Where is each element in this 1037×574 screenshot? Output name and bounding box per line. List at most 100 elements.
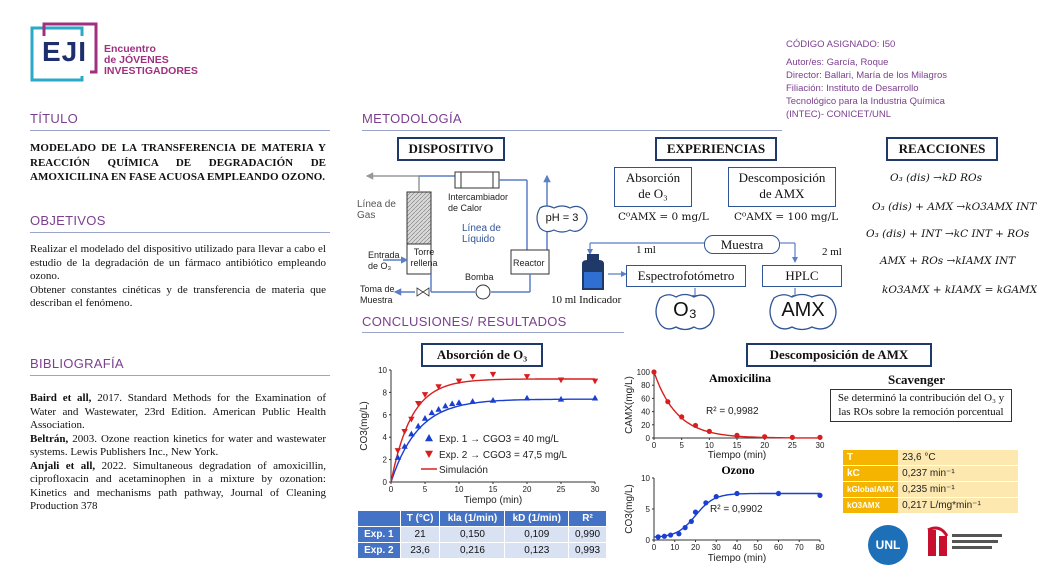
data-point [591, 394, 599, 401]
data-point [401, 429, 408, 435]
data-point [789, 434, 795, 440]
data-point [469, 398, 476, 404]
x-tick-label: 0 [389, 485, 394, 494]
x-tick-label: 80 [816, 543, 825, 552]
x-tick-label: 0 [652, 543, 657, 552]
ref-2: Beltrán, 2003. Ozone reaction kinetics f… [30, 432, 326, 459]
table-row: Exp. 1 21 0,150 0,109 0,990 [357, 526, 607, 543]
y-tick-label: 10 [641, 474, 650, 483]
torre-label: Torre rellena [410, 247, 438, 268]
affiliation-1: Filiación: Instituto de Desarrollo [786, 83, 919, 94]
reaction-3: O₃ (dis) + INT →kC INT + ROs [866, 228, 1030, 240]
indicator-bottle-icon [582, 254, 604, 290]
r2-annotation: R² = 0,9982 [706, 406, 759, 417]
dispositivo-box: DISPOSITIVO [397, 137, 505, 161]
linea-liquido-label: Línea de Líquido [462, 223, 501, 245]
x-axis-label: Tiempo (min) [708, 553, 767, 564]
data-point [703, 500, 709, 506]
results-header-row: T (°C) kla (1/min) kD (1/min) R² [357, 510, 607, 527]
data-point [591, 378, 599, 385]
x-tick-label: 30 [816, 441, 825, 450]
absorcion-o3-box: Absorción de O₃ [614, 167, 692, 207]
y-tick-label: 2 [383, 456, 388, 465]
assigned-code: CÓDIGO ASIGNADO: I50 [786, 39, 896, 50]
y-tick-label: 6 [383, 411, 388, 420]
director: Director: Ballari, María de los Milagros [786, 70, 948, 81]
y-axis-label: CO3(mg/L) [359, 401, 370, 450]
y-tick-label: 80 [641, 381, 650, 390]
y-tick-label: 8 [383, 388, 388, 397]
scavenger-title: Scavenger [888, 372, 946, 387]
ph-label: pH = 3 [545, 212, 579, 224]
x-tick-label: 10 [670, 543, 679, 552]
x-tick-label: 0 [652, 441, 657, 450]
o3-cloud [655, 293, 715, 331]
two-ml-label: 2 ml [822, 246, 842, 258]
x-tick-label: 15 [489, 485, 498, 494]
data-point [469, 374, 476, 380]
indicador-label: 10 ml Indicador [551, 294, 622, 306]
data-point [817, 492, 823, 498]
simulation-curve [390, 378, 595, 483]
affiliation-3: (INTEC)- CONICET/UNL [786, 109, 892, 120]
data-point [394, 454, 401, 460]
results-header-r2: R² [568, 510, 607, 527]
y-tick-label: 0 [646, 434, 651, 443]
x-tick-label: 10 [455, 485, 464, 494]
data-point [408, 430, 415, 437]
data-point [688, 518, 694, 524]
data-point [428, 409, 435, 416]
unl-logo: UNL [868, 525, 908, 565]
data-point [676, 531, 682, 537]
metodologia-divider [362, 130, 782, 131]
x-tick-label: 25 [788, 441, 797, 450]
y-tick-label: 40 [641, 408, 650, 417]
x-tick-label: 25 [557, 485, 566, 494]
fue-logo-icon [927, 526, 1002, 556]
results-table: T (°C) kla (1/min) kD (1/min) R² Exp. 1 … [357, 510, 607, 559]
fue-logo [926, 526, 1006, 567]
entrada-o3-label: Entrada de O₃ [368, 250, 400, 271]
data-point [682, 525, 688, 531]
one-ml-label: 1 ml [636, 244, 656, 256]
objetivos-text: Realizar el modelado del dispositivo uti… [30, 243, 326, 311]
data-point [455, 399, 463, 406]
r2-annotation: R² = 0,9902 [710, 504, 763, 515]
x-tick-label: 50 [753, 543, 762, 552]
data-point [655, 534, 661, 540]
brand-line-3: INVESTIGADORES [104, 65, 198, 77]
toma-muestra-label: Toma de Muestra [360, 284, 395, 305]
reactor-label: Reactor [513, 258, 545, 268]
legend-label-sim: Simulación [439, 465, 488, 476]
data-point [421, 392, 429, 398]
results-header-kd: kD (1/min) [504, 510, 570, 527]
logo-letters: EJI [42, 36, 88, 67]
ref-3: Anjali et all, 2022. Simultaneous degrad… [30, 459, 326, 513]
y-tick-label: 5 [646, 505, 651, 514]
bibliografia-heading: BIBLIOGRAFÍA [30, 356, 124, 371]
data-point [661, 533, 667, 539]
brand-name: Encuentro de JÓVENES INVESTIGADORES [104, 44, 198, 77]
reacciones-box: REACCIONES [886, 137, 998, 161]
data-point [665, 399, 671, 405]
abs-o3-line-1: Absorción [625, 170, 681, 185]
scavenger-box: Se determinó la contribución del O₃ y la… [830, 389, 1012, 422]
espectrofotometro-box: Espectrofotómetro [626, 265, 746, 287]
data-point [523, 394, 531, 401]
desc-amx-line-1: Descomposición [738, 170, 826, 185]
reaction-2: O₃ (dis) + AMX →kO3AMX INT [872, 201, 1037, 213]
eji-logo-icon [30, 22, 98, 82]
ref-1: Baird et all, 2017. Standard Methods for… [30, 392, 326, 431]
o3-cloud-label: O₃ [673, 299, 697, 321]
brand-line-1: Encuentro [104, 43, 156, 55]
abs-o3-line-2: de O₃ [638, 186, 668, 201]
data-point [421, 414, 429, 421]
y-tick-label: 20 [641, 421, 650, 430]
data-point [557, 377, 565, 384]
data-point [762, 434, 768, 440]
amx-cloud-label: AMX [781, 299, 825, 321]
